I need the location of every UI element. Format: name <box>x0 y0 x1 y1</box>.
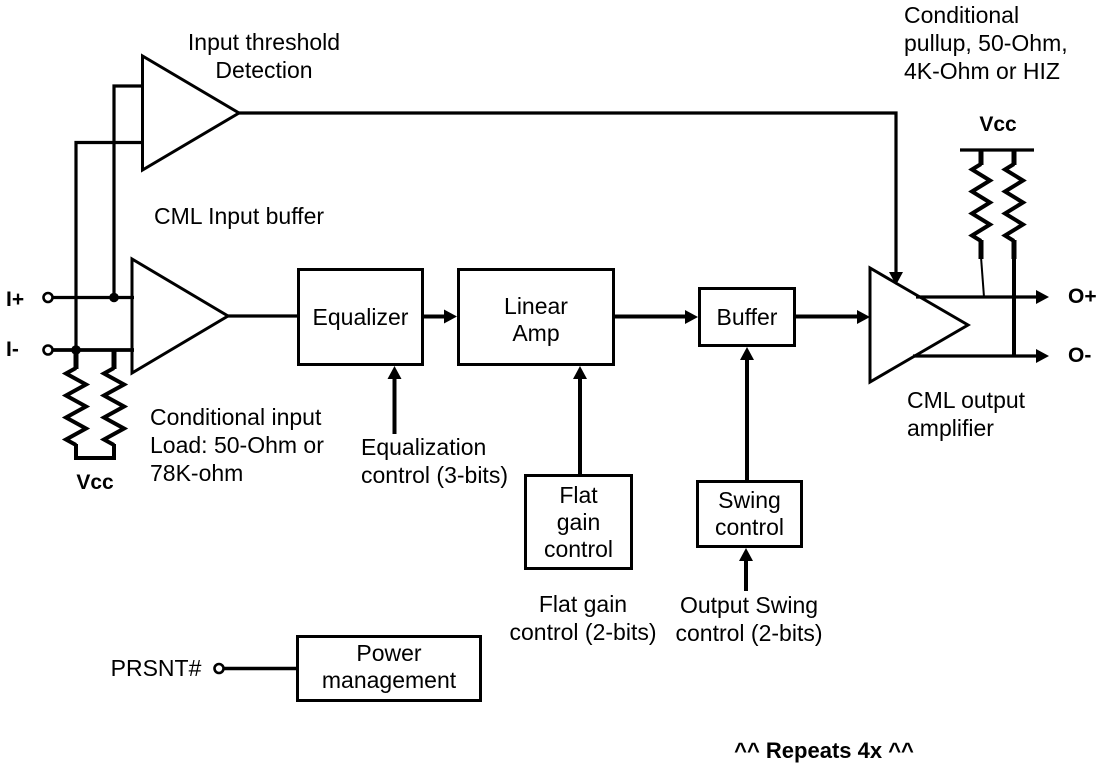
i-minus-terminal <box>42 344 54 356</box>
pullup-resistor-left <box>968 162 994 243</box>
pullup-resistor-right <box>1001 162 1027 243</box>
repeats-note: ^^ Repeats 4x ^^ <box>734 738 914 763</box>
cml-output-amplifier-label: CML output amplifier <box>907 387 1026 441</box>
arrowhead-equalizer <box>444 309 457 324</box>
arrowhead-swing-up <box>740 347 754 360</box>
flat-gain-caption: Flat gain control (2-bits) <box>509 591 657 645</box>
wires-group <box>52 84 1037 671</box>
vcc-pullup-label: Vcc <box>979 113 1017 136</box>
arrowhead-output-amp <box>857 310 870 324</box>
input-threshold-amp-triangle <box>141 53 242 173</box>
equalization-control-label: Equalization control (3-bits) <box>361 434 508 488</box>
swing-control-block: Swing control <box>696 480 803 548</box>
cml-input-buffer-triangle <box>130 256 231 376</box>
arrowhead-threshold-down <box>889 272 903 285</box>
arrowhead-o-plus <box>1036 290 1049 304</box>
junction-dot-i-plus <box>109 292 119 303</box>
arrowhead-buffer <box>685 310 698 324</box>
i-minus-pin-label: I- <box>6 338 19 361</box>
arrowhead-flat-gain-up <box>573 366 587 379</box>
arrowhead-equalization-up <box>387 366 402 379</box>
equalizer-block: Equalizer <box>297 268 424 366</box>
arrowhead-o-minus <box>1036 349 1049 363</box>
o-plus-pin-label: O+ <box>1068 285 1097 308</box>
conditional-pullup-label: Conditional pullup, 50-Ohm, 4K-Ohm or HI… <box>904 2 1068 84</box>
linear-amp-block: Linear Amp <box>457 268 615 366</box>
i-plus-terminal <box>42 291 54 304</box>
cml-input-buffer-label: CML Input buffer <box>153 203 325 229</box>
terminals-group <box>42 291 225 675</box>
flat-gain-control-block: Flat gain control <box>524 474 633 570</box>
arrowheads-group <box>387 272 1049 561</box>
output-swing-caption: Output Swing control (2-bits) <box>675 592 823 646</box>
input-threshold-label: Input threshold Detection <box>187 29 341 83</box>
power-management-block: Power management <box>296 635 482 702</box>
amplifier-triangles-group <box>130 53 971 385</box>
threshold-input-lower-wire <box>74 140 144 350</box>
threshold-input-upper-wire <box>112 84 144 298</box>
buffer-block: Buffer <box>698 287 796 347</box>
prsnt-pin-label: PRSNT# <box>110 655 202 681</box>
arrowhead-output-swing-up <box>739 548 753 561</box>
cml-output-amp-triangle <box>868 265 971 385</box>
conditional-input-load-label: Conditional input Load: 50-Ohm or 78K-oh… <box>150 404 324 486</box>
junction-dot-i-minus <box>71 345 81 355</box>
threshold-output-wire <box>239 111 898 273</box>
input-load-vcc-bracket <box>74 444 116 460</box>
i-plus-pin-label: I+ <box>6 287 25 311</box>
input-load-resistor-right <box>99 366 129 447</box>
input-load-resistor-left <box>61 366 91 447</box>
o-minus-pin-label: O- <box>1068 344 1092 367</box>
resistors-group <box>61 151 1027 460</box>
left-pullup-lead <box>980 256 985 298</box>
prsnt-terminal <box>213 662 225 675</box>
vcc-input-label: Vcc <box>76 471 114 494</box>
